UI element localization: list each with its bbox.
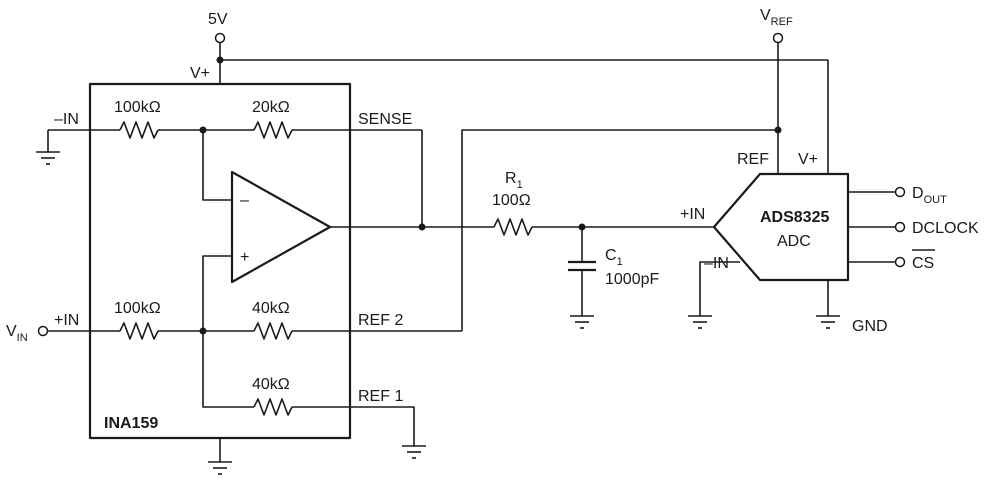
label-adc-in-plus: +IN <box>680 206 705 223</box>
pin-5v <box>214 32 226 44</box>
resistor-feedback <box>253 121 293 139</box>
label-vref: VREF <box>760 7 793 28</box>
wire-ref1 <box>292 406 415 446</box>
label-r-ref2: 40kΩ <box>252 300 290 317</box>
label-vin: VIN <box>6 323 28 344</box>
pin-vref <box>772 32 784 44</box>
capacitor-c1 <box>568 260 596 272</box>
label-r-in-minus: 100kΩ <box>114 99 161 116</box>
junction-vref <box>774 126 782 134</box>
wire-to-opamp-minus <box>202 130 232 201</box>
junction-output <box>418 223 426 231</box>
label-sense: SENSE <box>358 111 412 128</box>
resistor-r1 <box>493 218 533 236</box>
label-adc-vplus: V+ <box>798 151 818 168</box>
pin-cs <box>894 256 906 268</box>
pin-dclock <box>894 221 906 233</box>
wire-adc-in-minus <box>699 261 740 316</box>
pin-vin <box>37 325 49 337</box>
label-adc-in-minus: –IN <box>704 255 729 272</box>
label-ref2: REF 2 <box>358 312 403 329</box>
ground-icon-ref1 <box>402 445 426 459</box>
wire-to-ref1-resistor <box>202 331 254 408</box>
label-dout: DOUT <box>912 185 947 206</box>
resistor-in-plus <box>119 322 159 340</box>
label-ina-in-minus: –IN <box>54 111 79 128</box>
label-r-in-plus: 100kΩ <box>114 300 161 317</box>
pin-dout <box>894 186 906 198</box>
label-cs: CS <box>912 255 934 272</box>
label-r-feedback: 20kΩ <box>252 99 290 116</box>
ground-icon-adc <box>816 315 840 329</box>
label-ina159: INA159 <box>104 415 158 432</box>
label-dclock: DCLOCK <box>912 220 979 237</box>
label-c1: C1 <box>605 247 623 268</box>
label-ina-in-plus: +IN <box>54 312 79 329</box>
resistor-in-minus <box>119 121 159 139</box>
label-ads8325: ADS8325 <box>760 209 829 226</box>
ground-icon-in-minus <box>36 151 60 165</box>
label-ref1: REF 1 <box>358 388 403 405</box>
label-gnd: GND <box>852 318 888 335</box>
label-r-ref1: 40kΩ <box>252 376 290 393</box>
wire-to-opamp-plus <box>202 255 232 331</box>
label-c1-value: 1000pF <box>605 271 659 288</box>
label-adc: ADC <box>777 233 811 250</box>
ground-icon-adc-in-minus <box>688 315 712 329</box>
label-adc-ref: REF <box>737 151 769 168</box>
resistor-ref1 <box>253 398 293 416</box>
opamp-symbol <box>230 170 332 284</box>
adc-symbol <box>712 172 850 282</box>
label-r1-value: 100Ω <box>492 192 531 209</box>
ground-icon-cap <box>570 315 594 329</box>
label-5v: 5V <box>208 11 228 28</box>
resistor-ref2 <box>253 322 293 340</box>
ground-icon-ina <box>208 461 232 475</box>
opamp-minus-sign: – <box>240 192 249 209</box>
wire-ref2-to-vref <box>461 129 778 331</box>
label-r1: R1 <box>505 170 523 191</box>
label-ina-vplus: V+ <box>190 65 210 82</box>
opamp-plus-sign: + <box>240 249 249 266</box>
